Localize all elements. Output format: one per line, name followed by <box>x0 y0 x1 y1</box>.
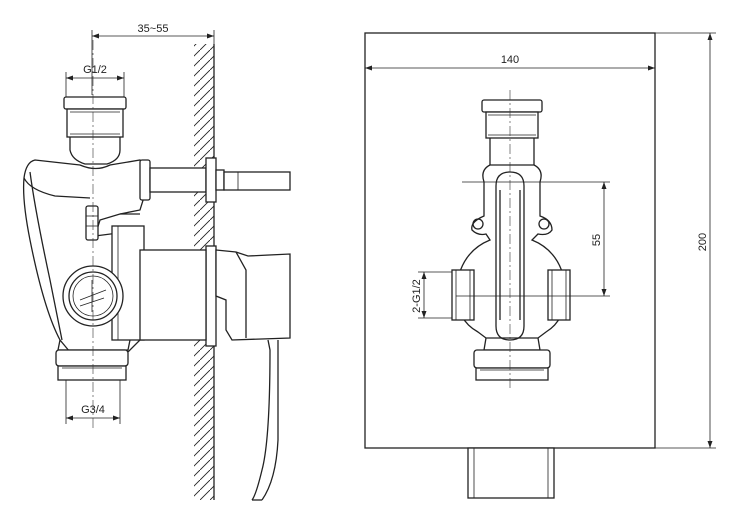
front-bottom-fitting <box>473 337 551 381</box>
side-view: 35~55 G1/2 <box>22 23 291 501</box>
top-inlet-fitting <box>63 96 127 165</box>
front-view: 140 200 <box>364 32 716 499</box>
dim-inlet-thread-label: G1/2 <box>83 64 107 76</box>
cover-plate-side <box>205 245 217 347</box>
dim-plate-height: 200 <box>655 32 716 449</box>
dim-side-threads: 2-G1/2 <box>411 271 452 319</box>
dim-wall-depth-label: 35~55 <box>138 23 169 35</box>
diverter-stem <box>139 157 291 203</box>
dim-side-threads-label: 2-G1/2 <box>411 279 423 313</box>
front-side-ports <box>451 269 571 321</box>
front-valve-body <box>455 164 567 341</box>
cartridge-body <box>139 249 207 341</box>
front-top-fitting <box>481 99 543 165</box>
dim-inlet-thread: G1/2 <box>65 64 125 98</box>
bottom-stub <box>467 447 555 499</box>
dim-center-distance-label: 55 <box>591 234 603 246</box>
dim-plate-height-label: 200 <box>697 233 709 251</box>
dim-center-distance: 55 <box>456 181 610 297</box>
dim-plate-width-label: 140 <box>501 54 519 66</box>
bottom-outlet-fitting <box>55 339 131 381</box>
dim-wall-depth: 35~55 <box>91 23 215 95</box>
mixer-handle-side <box>215 249 291 501</box>
dim-plate-width: 140 <box>365 54 655 71</box>
